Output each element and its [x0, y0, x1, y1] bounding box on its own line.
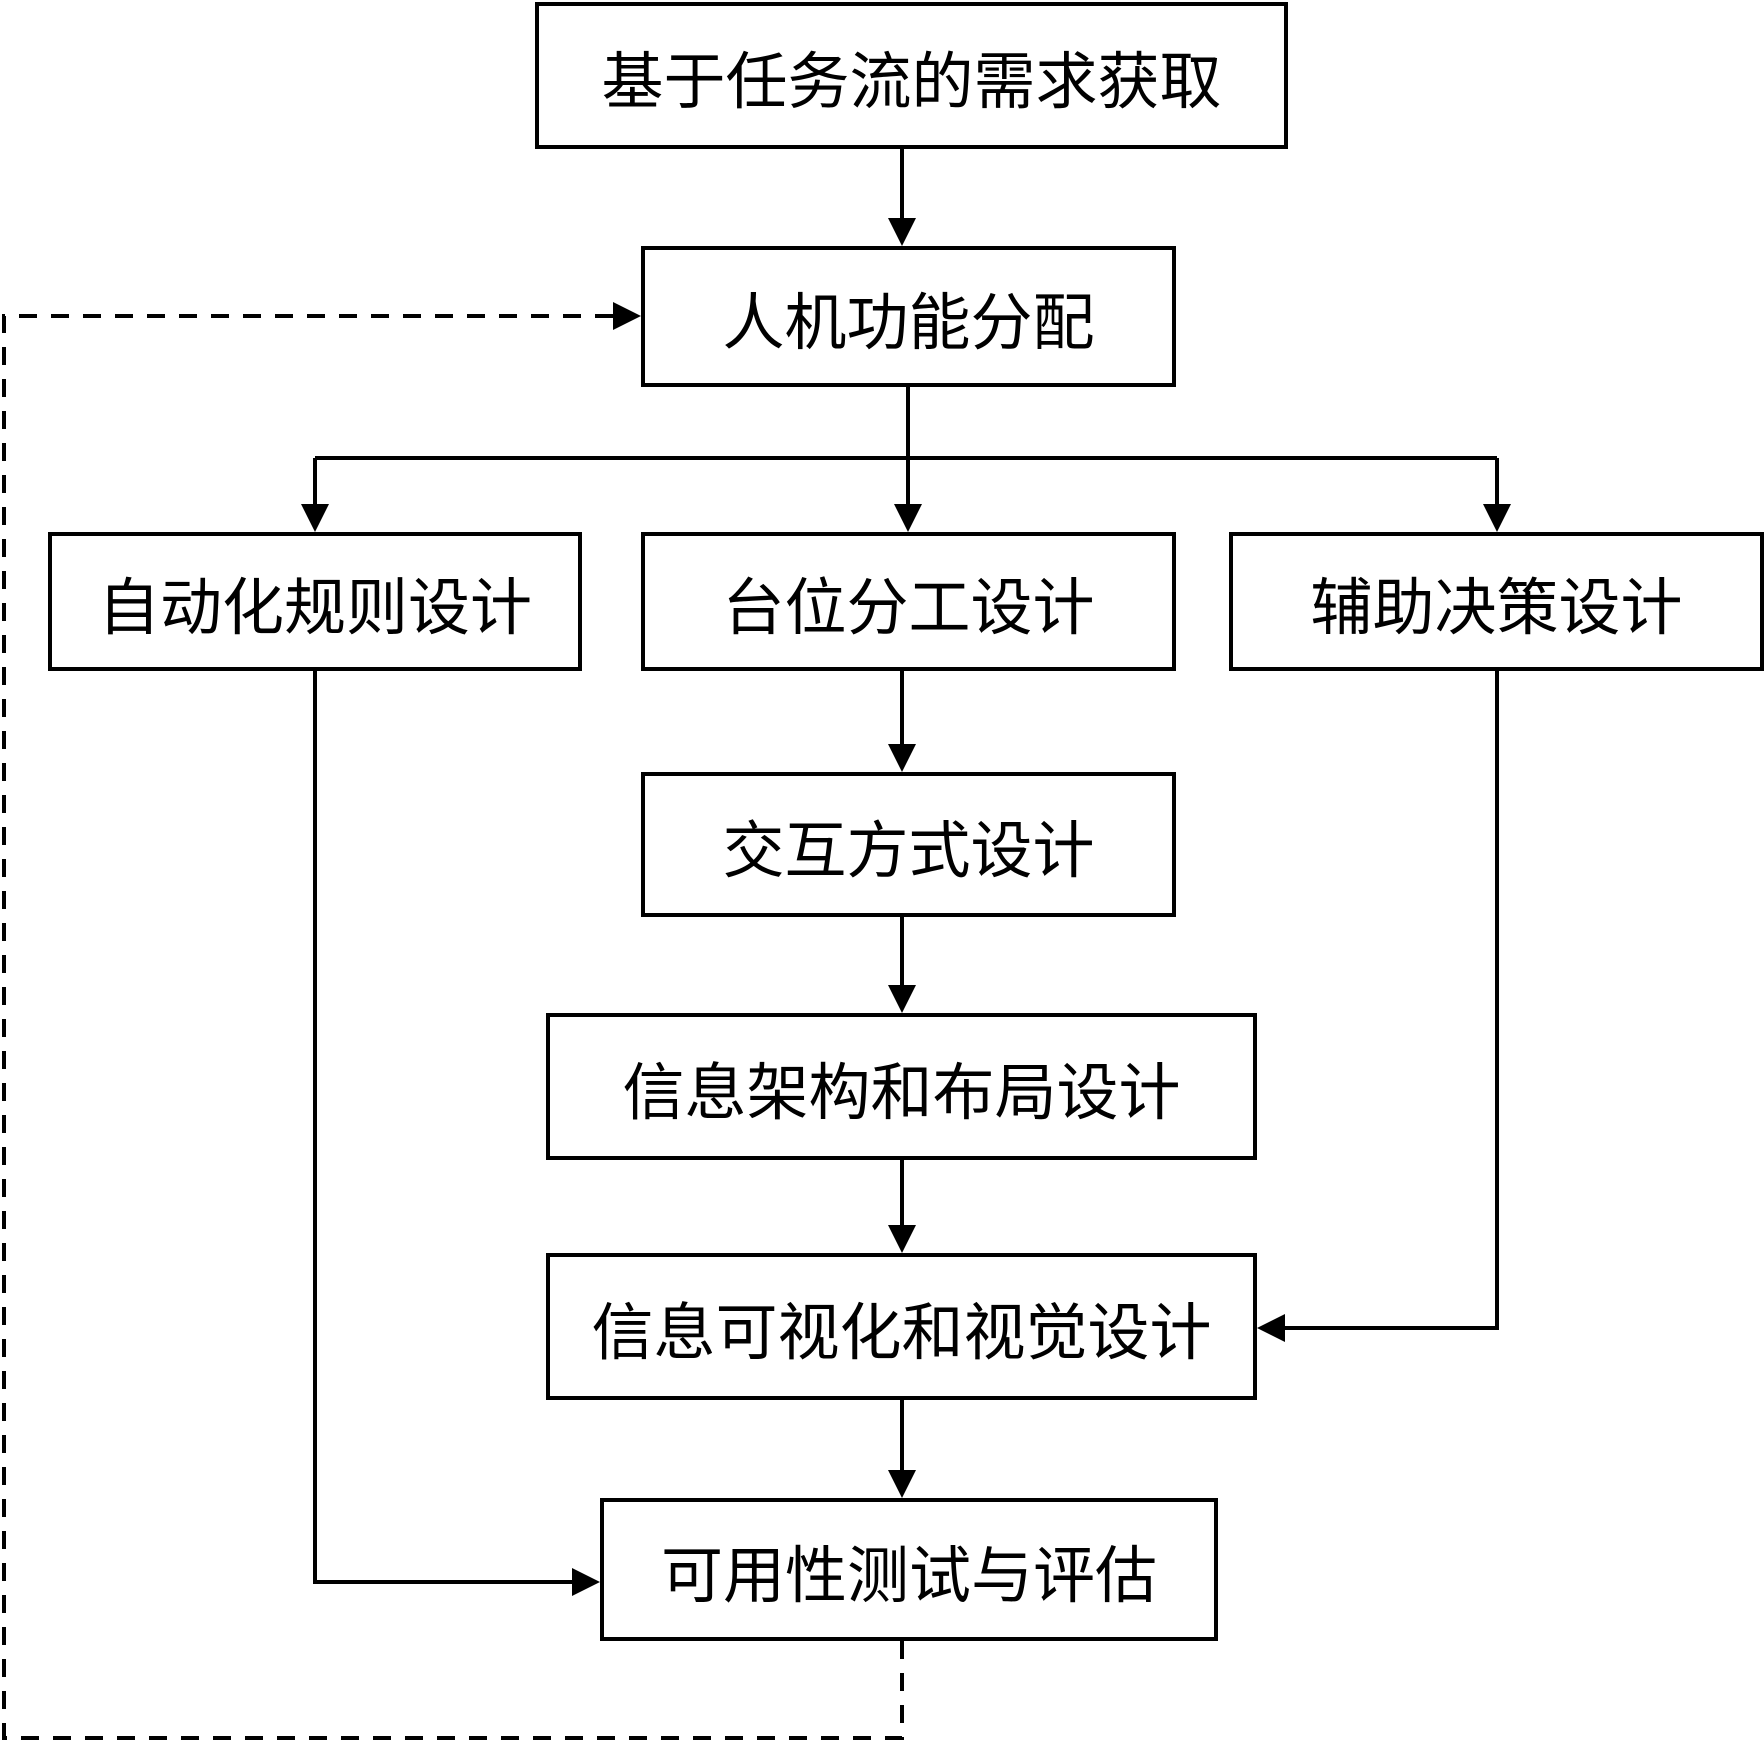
node-requirements: 基于任务流的需求获取 [535, 2, 1288, 149]
node-automation-label: 自动化规则设计 [97, 570, 532, 644]
edge-allocation-split [315, 387, 1497, 460]
node-allocation: 人机功能分配 [641, 246, 1176, 387]
node-seat-division: 台位分工设计 [641, 532, 1176, 671]
node-usability: 可用性测试与评估 [600, 1498, 1218, 1641]
edge-allocation-to-decision-aid [1483, 458, 1511, 532]
edge-decision-aid-to-visualization [1257, 671, 1499, 1342]
edge-interaction-to-architecture [888, 917, 916, 1013]
edge-requirements-to-allocation [888, 149, 916, 246]
node-interaction-label: 交互方式设计 [722, 813, 1095, 887]
node-visualization-label: 信息可视化和视觉设计 [591, 1295, 1212, 1369]
node-allocation-label: 人机功能分配 [722, 285, 1095, 359]
edge-automation-to-usability [313, 671, 600, 1596]
edge-architecture-to-visualization [888, 1160, 916, 1253]
edge-seat-division-to-interaction [888, 671, 916, 772]
edge-allocation-to-seat-division [894, 458, 922, 532]
node-usability-label: 可用性测试与评估 [660, 1538, 1157, 1612]
edge-usability-to-allocation-feedback [2, 302, 904, 1740]
node-seat-division-label: 台位分工设计 [722, 570, 1095, 644]
edge-visualization-to-usability [888, 1400, 916, 1498]
node-decision-aid: 辅助决策设计 [1229, 532, 1764, 671]
node-decision-aid-label: 辅助决策设计 [1310, 570, 1683, 644]
node-requirements-label: 基于任务流的需求获取 [601, 44, 1222, 118]
node-interaction: 交互方式设计 [641, 772, 1176, 917]
edge-allocation-to-automation [301, 458, 329, 532]
node-visualization: 信息可视化和视觉设计 [546, 1253, 1257, 1400]
node-automation: 自动化规则设计 [48, 532, 582, 671]
node-architecture-label: 信息架构和布局设计 [622, 1055, 1181, 1129]
node-architecture: 信息架构和布局设计 [546, 1013, 1257, 1160]
